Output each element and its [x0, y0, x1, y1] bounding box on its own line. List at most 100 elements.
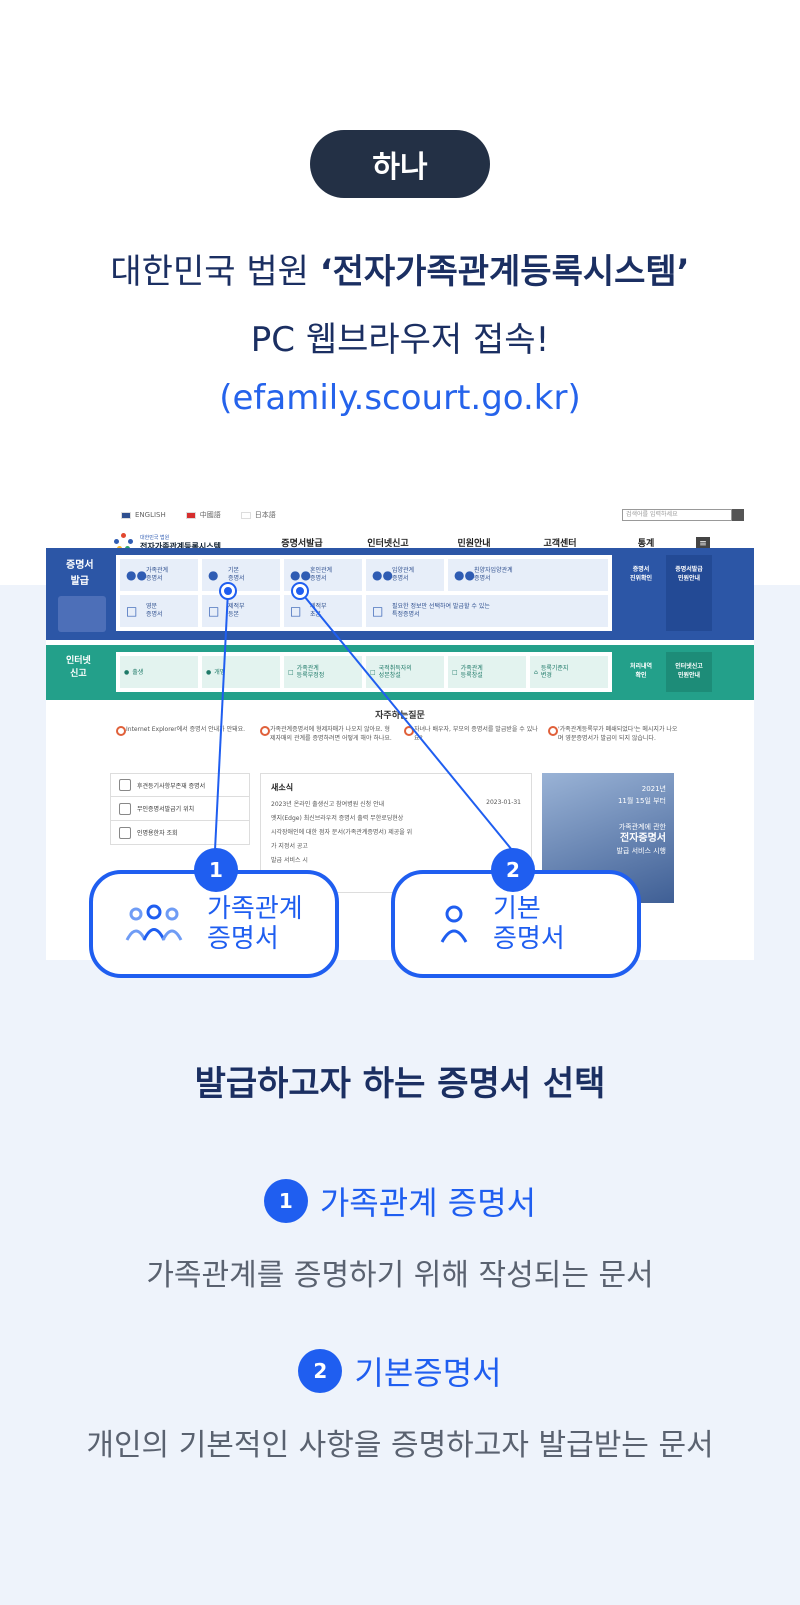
promo-date: 2021년 11월 15일 부터	[617, 785, 666, 805]
connector-1	[214, 590, 229, 851]
report-birth[interactable]: ●출생	[120, 656, 198, 688]
lang-label: 中國語	[199, 511, 221, 519]
report-correction[interactable]: □가족관계 등록부정정	[284, 656, 362, 688]
news-item-title: 발급 서비스 시	[271, 857, 308, 864]
report-address-change[interactable]: ⌂등록기준지 변경	[530, 656, 608, 688]
lang-english[interactable]: ENGLISH	[121, 511, 166, 519]
item-number: 1	[263, 1179, 308, 1223]
news-item[interactable]: 엣지(Edge) 최신브라우저 증명서 출력 무한로딩현상	[271, 813, 521, 827]
lang-chinese[interactable]: 中國語	[185, 510, 221, 520]
news-item-title: 엣지(Edge) 최신브라우저 증명서 출력 무한로딩현상	[271, 815, 404, 822]
language-bar: ENGLISH 中國語 日本語	[46, 505, 754, 525]
quick-hanja[interactable]: 인명용한자 조회	[110, 821, 250, 845]
headline-line1: 대한민국 법원 ‘전자가족관계등록시스템’	[0, 244, 800, 293]
cert-label: 혼인관계 증명서	[310, 567, 333, 582]
site-search-input[interactable]: 검색어를 입력하세요	[622, 509, 732, 521]
id-card-icon: □	[370, 668, 376, 676]
menu-guide[interactable]: 민원안내	[457, 539, 491, 549]
doc-icon: □	[208, 604, 220, 618]
item-title: 기본증명서	[354, 1354, 502, 1392]
adoption-icon: ●●	[372, 568, 393, 582]
faq-item[interactable]: Internet Explorer에서 증명서 안내가 안돼요.	[116, 725, 250, 743]
menu-report[interactable]: 인터넷신고	[367, 539, 409, 549]
news-item-title: 가 지정서 공고	[271, 843, 308, 850]
item-number: 2	[298, 1349, 343, 1393]
promo-title: 전자증명서	[620, 833, 666, 844]
cert-label: 필요한 정보만 선택하여 발급할 수 있는 특정증명서	[392, 603, 490, 618]
faq-item[interactable]: '가족관계등록부가 폐쇄되었다'는 메시지가 나오며 영문증명서가 발급이 되지…	[548, 725, 682, 743]
main-menu: 증명서발급 인터넷신고 민원안내 고객센터 통계	[259, 536, 689, 549]
menu-issue[interactable]: 증명서발급	[281, 539, 323, 549]
menu-stats[interactable]: 통계	[637, 539, 655, 549]
news-item[interactable]: 시각장애인에 대한 점자 문서(가족관계증명서) 제공을 위	[271, 827, 521, 841]
report-creation[interactable]: □가족관계 등록창설	[448, 656, 526, 688]
quick-kiosk[interactable]: 무인증명서발급기 위치	[110, 797, 250, 821]
cert-grid: ●●가족관계 증명서 ●기본 증명서 ●●혼인관계 증명서 ●●입양관계 증명서…	[116, 555, 612, 631]
cert-family[interactable]: ●●가족관계 증명서	[120, 559, 198, 591]
news-item-title: 2023년 온라인 출생신고 참여병원 신청 안내	[271, 801, 385, 808]
quick-label: 무인증명서발급기 위치	[137, 806, 195, 813]
side-issue-guide[interactable]: 증명서발급 민원안내	[666, 555, 712, 631]
search-icon[interactable]	[732, 509, 744, 521]
cert-specific[interactable]: □필요한 정보만 선택하여 발급할 수 있는 특정증명서	[366, 595, 608, 627]
cert-label: 친양자입양관계 증명서	[474, 567, 513, 582]
connector-2	[299, 590, 513, 851]
logo-title: 전자가족관계등록시스템	[140, 541, 221, 551]
cert-label: 입양관계 증명서	[392, 567, 415, 582]
cert-register-abstract[interactable]: □ 제적부 초본	[284, 595, 362, 627]
faq-item[interactable]: 자녀나 배우자, 부모의 증명서를 발급받을 수 있나요?	[404, 725, 538, 743]
cert-label: 제적부 초본	[310, 603, 327, 618]
faq-item[interactable]: 가족관계증명서에 형제자매가 나오지 않아요. 형제자매의 관계를 증명하려면 …	[260, 725, 394, 743]
doc-icon: □	[452, 668, 458, 676]
family-icon: ●●	[126, 568, 147, 582]
doc-icon: □	[288, 668, 294, 676]
hamburger-icon[interactable]: ≡	[696, 537, 710, 551]
report-item-label: 가족관계 등록창설	[460, 665, 483, 679]
quick-guardianship[interactable]: 후견등기사항부존재 증명서	[110, 773, 250, 797]
us-flag-icon	[121, 511, 131, 519]
cert-adoption[interactable]: ●●입양관계 증명서	[366, 559, 444, 591]
side-status[interactable]: 처리내역 확인	[629, 663, 653, 679]
couple-icon: ●●	[290, 568, 311, 582]
menu-support[interactable]: 고객센터	[543, 539, 577, 549]
issue-label: 증명서 발급	[66, 560, 94, 587]
person-icon: ●	[208, 568, 219, 582]
pin-family	[221, 584, 235, 598]
cert-full-adoption[interactable]: ●●친양자입양관계 증명서	[448, 559, 608, 591]
lang-japanese[interactable]: 日本語	[240, 510, 276, 520]
japan-flag-icon	[240, 511, 251, 519]
cert-basic[interactable]: ●기본 증명서	[202, 559, 280, 591]
printer-icon	[58, 596, 106, 632]
location-icon	[119, 802, 131, 815]
house-icon: ⌂	[534, 668, 538, 676]
hanja-icon	[119, 826, 131, 839]
cert-register-copy[interactable]: □ 제적부 등본	[202, 595, 280, 627]
item-basic-desc: 개인의 기본적인 사항을 증명하고자 발급받는 문서	[86, 1428, 714, 1463]
doc-icon: □	[290, 604, 302, 618]
cert-label: 제적부 등본	[228, 603, 245, 618]
headline-line2: PC 웹브라우저 접속!	[250, 320, 550, 360]
faq-title: 자주하는질문	[375, 711, 425, 721]
report-grid: ●출생 ●개명 □가족관계 등록부정정 □국적취득자의 성본창설 □가족관계 등…	[116, 652, 612, 692]
side-verify[interactable]: 증명서 진위확인	[629, 566, 653, 582]
doc-icon	[119, 779, 131, 791]
cert-label: 가족관계 증명서	[146, 567, 169, 582]
quick-label: 후견등기사항부존재 증명서	[137, 782, 206, 790]
news-item[interactable]: 발급 서비스 시	[271, 855, 521, 869]
report-rename[interactable]: ●개명	[202, 656, 280, 688]
report-naturalized[interactable]: □국적취득자의 성본창설	[366, 656, 444, 688]
promo-tail: 발급 서비스 시행	[616, 847, 666, 855]
news-item[interactable]: 가 지정서 공고	[271, 841, 521, 855]
side-report-guide[interactable]: 인터넷신고 민원안내	[666, 652, 712, 692]
section-title: 발급하고자 하는 증명서 선택	[194, 1064, 606, 1104]
item-family-title: 1 가족관계 증명서	[0, 1178, 800, 1224]
full-adoption-icon: ●●	[454, 568, 475, 582]
china-flag-icon	[185, 511, 196, 519]
cert-english[interactable]: □영문 증명서	[120, 595, 198, 627]
lang-label: ENGLISH	[135, 511, 166, 519]
quick-label: 인명용한자 조회	[137, 830, 178, 837]
pin-basic	[293, 584, 307, 598]
cert-label: 영문 증명서	[146, 603, 163, 618]
